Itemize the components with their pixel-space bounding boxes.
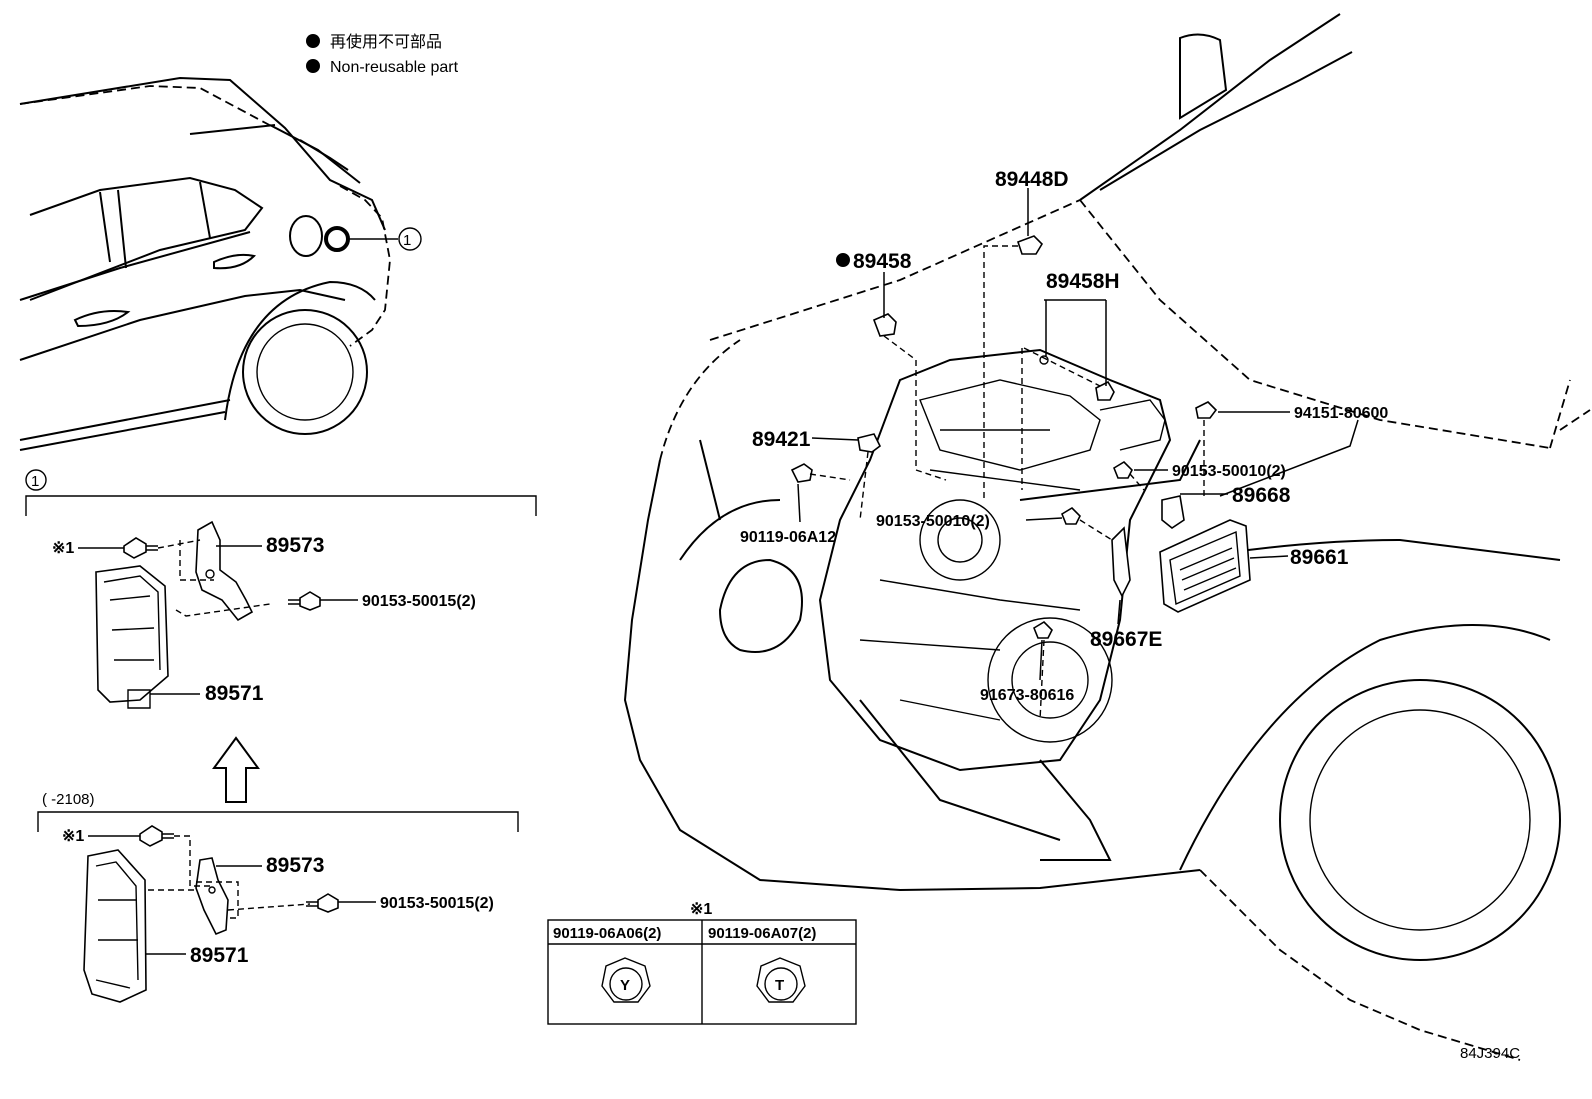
- label-89421: 89421: [752, 428, 811, 451]
- sensor-89458-icon: [872, 313, 897, 337]
- non-reusable-dot-icon: [836, 253, 850, 267]
- bolt-table-col-2-part: 90119-06A07(2): [708, 925, 816, 942]
- radar-control-unit-bottom: [83, 849, 147, 1003]
- label-89667e: 89667E: [1090, 628, 1162, 651]
- label-90153-50015-bottom: 90153-50015(2): [380, 895, 494, 912]
- up-arrow-icon: [212, 736, 260, 803]
- label-90153-50010-right: 90153-50010(2): [1172, 463, 1286, 480]
- bolt-head-y-icon: Y: [601, 957, 651, 1003]
- legend-en: Non-reusable part: [330, 59, 459, 76]
- front-car-view: [623, 13, 1591, 1061]
- bolt-90153-50015-top: [288, 591, 321, 611]
- front-leaders: [797, 188, 1359, 681]
- non-reusable-dot-icon: [306, 59, 320, 73]
- legend-jp: 再使用不可部品: [330, 33, 442, 51]
- sensor-89448d-icon: [1016, 235, 1044, 255]
- bolt-table: ※1 90119-06A06(2) 90119-06A07(2) Y T: [547, 901, 857, 1025]
- label-89668: 89668: [1232, 484, 1291, 507]
- label-90153-50015-top: 90153-50015(2): [362, 593, 476, 610]
- bolt-table-col-1-part: 90119-06A06(2): [553, 925, 661, 942]
- bolt-head-t-icon: T: [756, 957, 806, 1003]
- label-89573-bottom: 89573: [266, 854, 324, 877]
- rear-car-view: 1: [19, 76, 422, 451]
- radar-control-unit-top: [95, 565, 169, 709]
- section-2108-label: ( -2108): [42, 791, 95, 808]
- label-89458: 89458: [853, 250, 912, 273]
- sensor-89421-icon: [857, 433, 882, 453]
- ref-mark-bottom: ※1: [62, 828, 84, 845]
- bolt-ref1-top: [123, 537, 158, 559]
- callout-ring-icon: [324, 226, 350, 252]
- label-90119-06a12: 90119-06A12: [740, 529, 836, 546]
- bolt-ref1-bottom: [139, 825, 174, 847]
- bolt-90153-50015-bottom: [306, 893, 339, 913]
- front-small-parts: [790, 235, 1218, 639]
- front-dash-lines: [809, 245, 1205, 721]
- label-89571-top: 89571: [205, 682, 264, 705]
- non-reusable-dot-icon: [306, 34, 320, 48]
- label-90153-50010-center: 90153-50010(2): [876, 513, 990, 530]
- label-89573-top: 89573: [266, 534, 324, 557]
- label-89571-bottom: 89571: [190, 944, 249, 967]
- bracket-89573-bottom: [195, 857, 229, 936]
- label-89448d: 89448D: [995, 168, 1069, 191]
- legend: 再使用不可部品 Non-reusable part: [306, 33, 459, 76]
- label-89458h: 89458H: [1046, 270, 1120, 293]
- label-91673-80616: 91673-80616: [980, 687, 1074, 704]
- diagram-code: 84J394C: [1460, 1045, 1520, 1062]
- front-labels: 89448D 89458 89458H 94151-80600 90153-50…: [740, 168, 1388, 704]
- bracket-89573-top: [195, 520, 254, 622]
- bolt-head-letter-t: T: [775, 977, 784, 994]
- section-1: 1 ※1 89573: [25, 469, 537, 709]
- section-2108: ( -2108) ※1 89573 90153-5: [37, 791, 519, 1003]
- callout-number: 1: [403, 232, 411, 249]
- section-1-label: 1: [31, 473, 39, 490]
- label-94151-80600: 94151-80600: [1294, 405, 1388, 422]
- ref-mark-top: ※1: [52, 540, 74, 557]
- engine-control-module: [1159, 519, 1251, 613]
- bolt-head-letter-y: Y: [620, 977, 630, 994]
- engine-assembly: [818, 348, 1201, 772]
- bolt-table-mark: ※1: [690, 901, 712, 918]
- label-89661: 89661: [1290, 546, 1349, 569]
